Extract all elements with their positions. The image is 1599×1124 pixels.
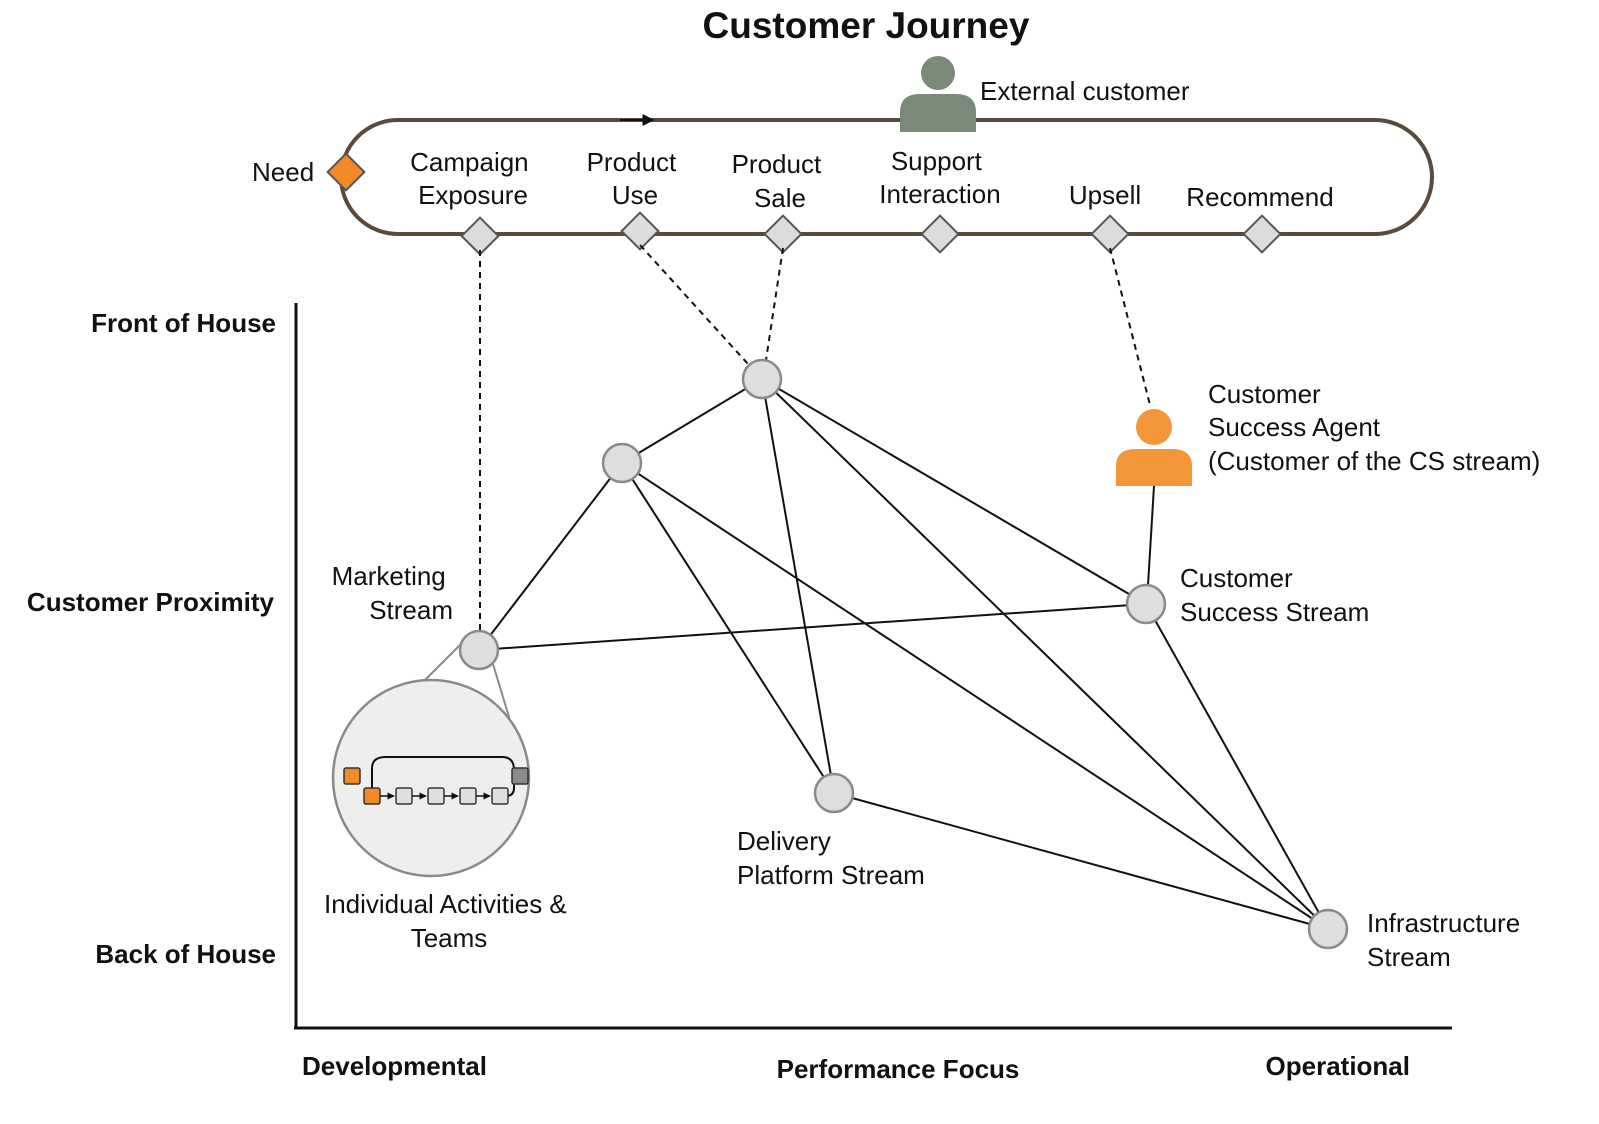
y-axis-middle-label: Customer Proximity: [27, 587, 275, 617]
connector-product-use-to-hub: [639, 244, 749, 365]
hub-node-left: [601, 442, 643, 484]
stage-upsell-diamond: [1090, 214, 1130, 254]
infrastructure-stream-label: Infrastructure Stream: [1367, 908, 1527, 972]
customer-success-agent-icon: [1116, 409, 1192, 486]
stage-support-interaction-label: Support Interaction: [879, 146, 1000, 209]
marketing-stream-label: Marketing Stream: [332, 561, 453, 625]
stage-upsell-label: Upsell: [1069, 180, 1141, 210]
inset-activity-box: [395, 787, 413, 805]
inset-start-box: [343, 767, 361, 785]
journey-loop: [339, 118, 1434, 236]
need-diamond: [326, 152, 366, 192]
stage-support-interaction-diamond: [920, 214, 960, 254]
stage-product-sale-diamond: [763, 214, 803, 254]
delivery-platform-stream-node: [813, 772, 855, 814]
need-label: Need: [252, 157, 314, 187]
inset-caption: Individual Activities & Teams: [324, 889, 574, 953]
x-axis-middle-label: Performance Focus: [777, 1054, 1020, 1084]
external-customer-label: External customer: [980, 76, 1190, 106]
x-axis-left-label: Developmental: [302, 1051, 487, 1081]
x-axis-right-label: Operational: [1266, 1051, 1410, 1081]
cs-agent-label: Customer Success Agent (Customer of the …: [1208, 379, 1540, 476]
activities-inset: [331, 678, 531, 878]
stage-product-use-label: Product Use: [587, 147, 684, 210]
stage-product-sale-label: Product Sale: [732, 149, 829, 213]
stage-product-use-diamond: [620, 211, 660, 251]
y-axis-bottom-label: Back of House: [95, 939, 276, 969]
connector-upsell-to-cs-agent: [1109, 247, 1151, 406]
stream-network-edges: [478, 378, 1329, 930]
inset-zoom-line-left: [422, 639, 466, 683]
inset-mini-loop: [371, 756, 515, 797]
inset-activity-box: [363, 787, 381, 805]
y-axis-top-label: Front of House: [91, 308, 276, 338]
infrastructure-stream-node: [1307, 908, 1349, 950]
customer-success-stream-node: [1125, 583, 1167, 625]
marketing-stream-node: [458, 629, 500, 671]
hub-node-top: [741, 358, 783, 400]
stage-recommend-label: Recommend: [1186, 182, 1333, 212]
stage-campaign-exposure-label: Campaign Exposure: [410, 147, 536, 210]
stage-recommend-diamond: [1242, 214, 1282, 254]
stage-campaign-exposure-diamond: [460, 216, 500, 256]
inset-activity-box: [459, 787, 477, 805]
diagram-title: Customer Journey: [703, 5, 1030, 46]
inset-end-box: [511, 767, 529, 785]
inset-activity-box: [427, 787, 445, 805]
delivery-platform-stream-label: Delivery Platform Stream: [737, 826, 925, 890]
inset-circle: [331, 678, 531, 878]
external-customer-icon: [900, 56, 976, 132]
customer-success-stream-label: Customer Success Stream: [1180, 563, 1369, 627]
connector-product-sale-to-hub: [765, 247, 784, 361]
inset-activity-box: [491, 787, 509, 805]
